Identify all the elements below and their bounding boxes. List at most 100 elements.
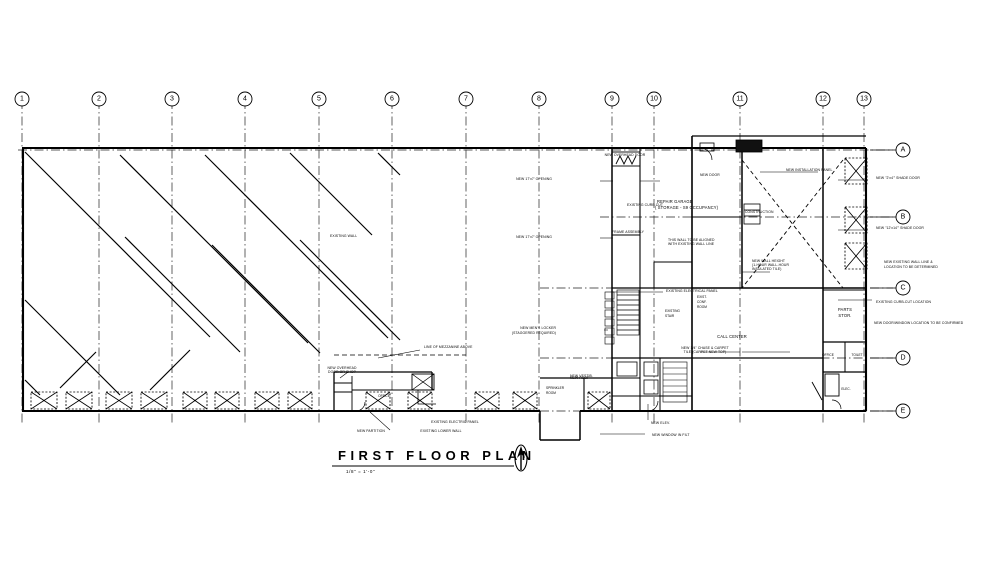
- annotation-3: EXISTING CURB CUT: [627, 203, 663, 207]
- annotation-34: NEW ROOF: [570, 376, 589, 380]
- annotation-32: EXISTING WALL: [330, 234, 357, 238]
- window-symbols-south-wall: [30, 391, 611, 410]
- x-box-window-symbol: [287, 391, 313, 410]
- grid-bubble-A: A: [870, 142, 911, 158]
- svg-text:7: 7: [464, 96, 468, 103]
- svg-text:D: D: [900, 355, 905, 362]
- svg-text:9: 9: [610, 96, 614, 103]
- scale-label: 1/8" = 1'-0": [346, 469, 375, 474]
- grid-bubble-1: 1: [14, 91, 30, 107]
- grid-bubble-8: 8: [531, 91, 547, 107]
- room-label-sprinkler: SPRINKLER: [546, 386, 565, 390]
- svg-text:2: 2: [97, 96, 101, 103]
- interior-walls-west-office: [333, 371, 436, 411]
- demolition-x-repair-garage: [741, 159, 844, 289]
- x-box-window-symbol: [512, 391, 538, 410]
- annotation-19: NEW WINDOW IN FILT: [652, 433, 690, 437]
- grid-bubble-9: 9: [604, 91, 620, 107]
- grid-bubble-4: 4: [237, 91, 253, 107]
- svg-text:B: B: [901, 214, 906, 221]
- room-label-exist-conf-2: CONF.: [697, 300, 707, 304]
- svg-text:E: E: [901, 408, 906, 415]
- svg-text:4: 4: [243, 96, 247, 103]
- annotation-31: NEW DOOR/WINDOW LOCATION TO BE CONFIRMED: [874, 321, 964, 325]
- grid-bubble-C: C: [870, 280, 911, 296]
- annotation-20: NEW OVERHEAD: [327, 366, 357, 370]
- annotation-21: DOOR OR SHOP: [328, 370, 357, 374]
- annotation-1: NEW 17'x7' OPENING: [516, 235, 552, 239]
- x-box-window-symbol: [105, 391, 133, 410]
- overhead-door-symbols-east-wall: [844, 157, 868, 270]
- x-box-window-symbol: [182, 391, 208, 410]
- x-box-window-symbol: [474, 391, 500, 410]
- x-box-window-symbol: [30, 391, 58, 410]
- annotation-11: INSULATED TILE): [752, 267, 781, 271]
- annotation-28: NEW EXISTING WALL LINE &: [884, 260, 933, 264]
- room-label-elec: ELEC.: [841, 387, 850, 391]
- annotation-10: (1-HOUR WALL-HOUR: [752, 263, 789, 267]
- grid-bubble-B: B: [870, 209, 911, 225]
- x-box-window-symbol: [254, 391, 280, 410]
- svg-text:3: 3: [170, 96, 174, 103]
- svg-text:C: C: [900, 285, 905, 292]
- annotation-30: EXISTING CURB-CUT LOCATION: [876, 300, 931, 304]
- interior-walls-core: [604, 148, 692, 411]
- x-box-window-symbol: [65, 391, 93, 410]
- stair-bottom: [662, 361, 688, 403]
- annotation-22: LINE OF MEZZANINE ABOVE: [424, 345, 473, 349]
- x-box-window-symbol: [407, 391, 433, 410]
- annotations: NEW 17'x7' OPENING NEW 17'x7' OPENING NE…: [327, 153, 963, 437]
- svg-text:11: 11: [736, 96, 743, 103]
- grid-bubble-5: 5: [311, 91, 327, 107]
- room-label-existing-stair: EXISTING: [665, 309, 680, 313]
- x-box-window-symbol: [214, 391, 240, 410]
- title-block: FIRST FLOOR PLAN 1/8" = 1'-0": [332, 444, 536, 474]
- existing-stair: [616, 289, 640, 336]
- svg-text:1: 1: [20, 96, 24, 103]
- electrical-equipment-block: [699, 139, 763, 225]
- room-label-repair-garage: REPAIR GARAGE: [657, 199, 693, 204]
- hatch-existing-warehouse: [24, 151, 401, 396]
- interior-walls-east: [691, 135, 866, 411]
- annotation-0: NEW 17'x7' OPENING: [516, 177, 552, 181]
- annotation-14: (STAGGERED REQUIRED): [512, 331, 556, 335]
- annotation-23: NEW PARTITION: [357, 429, 385, 433]
- grid-bubble-12: 12: [815, 91, 831, 107]
- annotation-24: EXISTING LOWER WALL: [420, 429, 461, 433]
- annotation-6: WITH EXISTING WALL LINE: [668, 242, 715, 246]
- interior-walls-south-center: [540, 377, 612, 411]
- door-swings: [355, 147, 842, 412]
- annotation-26: NEW "2'x4'" SHADE DOOR: [876, 176, 920, 180]
- grid-bubble-7: 7: [458, 91, 474, 107]
- annotation-16: TILE (CARPET NEW TOP): [684, 350, 727, 354]
- annotation-5: THIS WALL TO BE ALIGNED: [668, 238, 715, 242]
- x-box-window-symbol: [587, 391, 611, 410]
- x-box-window-symbol: [365, 391, 391, 410]
- annotation-17: NEW VESTIB.: [570, 374, 593, 378]
- annotation-15: NEW 1/4" CHASE & CARPET: [681, 346, 729, 350]
- annotation-7: CONSTRUCTION: [745, 210, 774, 214]
- grid-bubbles-columns: 1 2 3 4 5 6 7 8 9 10 11 12 13: [14, 91, 872, 107]
- room-label-office-west: OFFICE: [378, 394, 390, 398]
- page-title: FIRST FLOOR PLAN: [338, 448, 536, 463]
- grid-bubble-3: 3: [164, 91, 180, 107]
- overhead-door-coil-symbol: [611, 151, 641, 167]
- annotation-25: EXISTING ELECTRIC PANEL: [431, 420, 479, 424]
- annotation-27: NEW "12'x14'" SHADE DOOR: [876, 226, 924, 230]
- grid-bubble-6: 6: [384, 91, 400, 107]
- room-label-office-east: OFFICE: [822, 353, 834, 357]
- svg-text:8: 8: [537, 96, 541, 103]
- svg-text:13: 13: [860, 96, 868, 103]
- room-label-exist-conf: EXIST.: [697, 295, 707, 299]
- x-box-window-symbol: [844, 206, 868, 234]
- x-box-window-symbol: [844, 157, 868, 185]
- room-label-call-center: CALL CENTER: [717, 334, 747, 339]
- svg-text:10: 10: [650, 96, 658, 103]
- north-arrow-icon: [514, 444, 528, 472]
- annotation-9: NEW WALL HEIGHT: [752, 259, 785, 263]
- room-labels: REPAIR GARAGE ( STORAGE - S9 OCCUPANCY) …: [378, 199, 862, 398]
- annotation-12: EXISTING ELECTRICAL PANEL: [666, 289, 718, 293]
- svg-text:12: 12: [819, 96, 827, 103]
